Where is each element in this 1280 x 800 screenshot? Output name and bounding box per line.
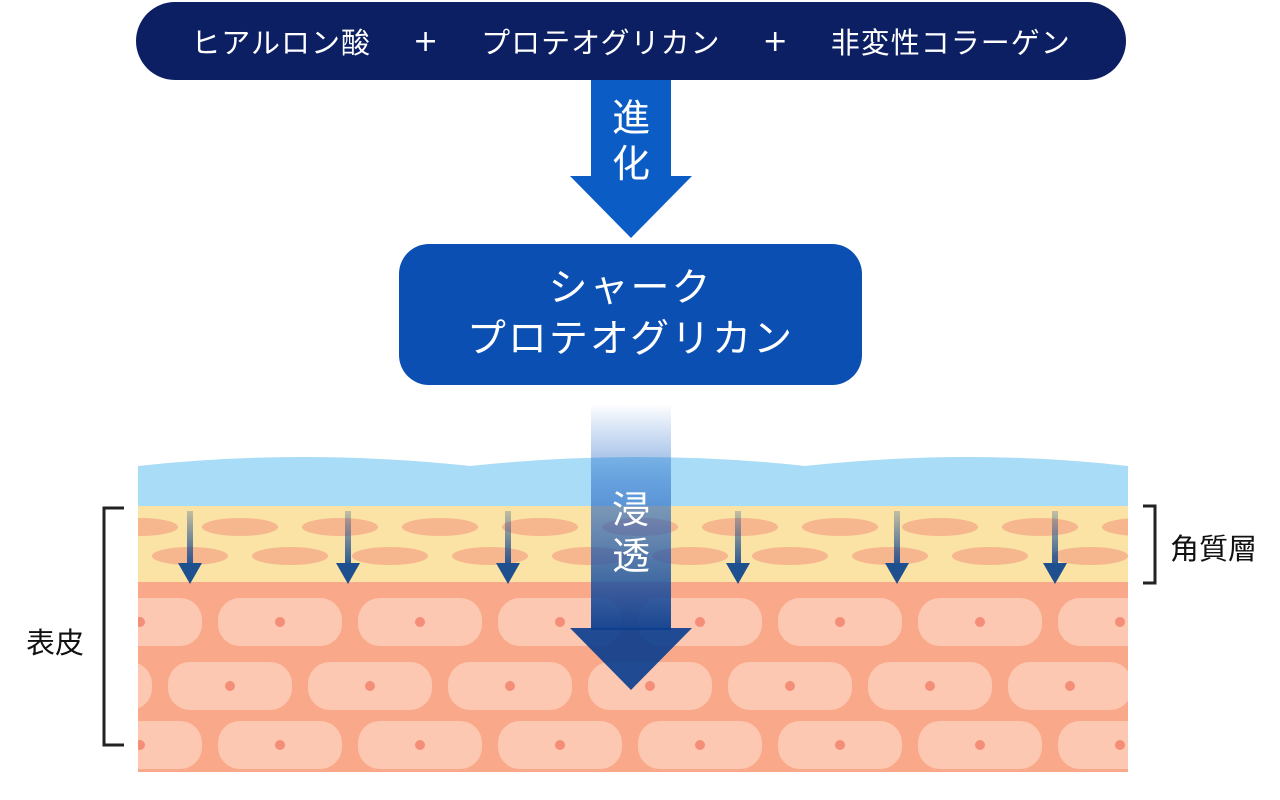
penetration-label-char: 浸	[611, 488, 650, 532]
corneum-cell	[1052, 547, 1128, 565]
epidermis-cell	[358, 598, 482, 646]
penetration-arrow-shaft	[591, 404, 671, 630]
evolution-label: 進 化	[601, 96, 661, 187]
corneum-cell	[752, 547, 828, 565]
small-arrow	[178, 511, 202, 584]
epidermis-cell	[918, 721, 1042, 769]
small-arrow	[1043, 511, 1067, 584]
epidermis-cell	[138, 663, 152, 709]
epidermis-label: 表皮	[26, 626, 85, 660]
evolution-arrow-shaft	[591, 80, 671, 176]
corneum-cell	[502, 518, 578, 536]
penetration-arrow-head	[570, 628, 692, 690]
epidermis-cell	[778, 721, 902, 769]
corneum-cell	[302, 518, 378, 536]
epidermis-cell	[638, 721, 762, 769]
corneum-cell	[352, 547, 428, 565]
shark-proteoglycan-box: シャーク プロテオグリカン	[399, 244, 862, 385]
corneum-cell	[402, 518, 478, 536]
epidermis-cell	[1058, 598, 1128, 646]
result-line-1: シャーク	[548, 265, 713, 311]
epidermis-cell	[1008, 662, 1128, 710]
epidermis-cell	[1058, 721, 1128, 769]
ingredient-hyaluronic-acid: ヒアルロン酸	[191, 26, 371, 60]
epidermis-cell	[138, 598, 202, 646]
epidermis-cell	[778, 598, 902, 646]
corneum-cell	[902, 518, 978, 536]
epidermis-cell	[218, 598, 342, 646]
small-penetration-arrows	[178, 511, 1067, 584]
epidermis-cell	[448, 662, 572, 710]
penetration-label-char: 透	[611, 533, 650, 578]
small-arrow	[726, 511, 750, 584]
corneum-cell	[252, 547, 328, 565]
corneum-cell	[802, 518, 878, 536]
small-arrow	[336, 511, 360, 584]
corneum-bracket	[1143, 504, 1157, 585]
epidermis-cell	[728, 662, 852, 710]
penetration-label: 浸 透	[601, 488, 661, 579]
corneum-cell	[952, 547, 1028, 565]
evolution-arrow	[570, 80, 692, 238]
corneum-cell	[52, 547, 128, 565]
penetration-arrow	[570, 404, 692, 690]
corneum-cell	[852, 547, 928, 565]
plus-sign: +	[762, 23, 789, 59]
epidermis-cell	[218, 721, 342, 769]
ingredients-bar: ヒアルロン酸 + プロテオグリカン + 非変性コラーゲン	[136, 2, 1126, 80]
evolution-label-char: 進	[611, 96, 650, 140]
corneum-cell	[1002, 518, 1078, 536]
corneum-cell	[202, 518, 278, 536]
corneum-cell	[452, 547, 528, 565]
corneum-cell	[138, 518, 178, 536]
ingredient-native-collagen: 非変性コラーゲン	[830, 26, 1071, 60]
epidermis-cells	[138, 598, 1128, 769]
corneum-cell	[1102, 518, 1128, 536]
plus-sign: +	[413, 23, 440, 59]
small-arrow	[496, 511, 520, 584]
epidermis-cell	[308, 662, 432, 710]
ingredient-proteoglycan: プロテオグリカン	[481, 26, 721, 60]
epidermis-cell	[358, 721, 482, 769]
evolution-label-char: 化	[611, 141, 650, 186]
epidermis-cell	[918, 598, 1042, 646]
epidermis-cell	[168, 662, 292, 710]
evolution-arrow-head	[570, 176, 692, 238]
stratum-corneum-label: 角質層	[1170, 532, 1258, 566]
epidermis-cell	[868, 662, 992, 710]
epidermis-cell	[138, 721, 202, 769]
result-line-2: プロテオグリカン	[466, 316, 795, 362]
epidermis-bracket	[102, 506, 124, 747]
small-arrow	[885, 511, 909, 584]
epidermis-cell	[498, 721, 622, 769]
